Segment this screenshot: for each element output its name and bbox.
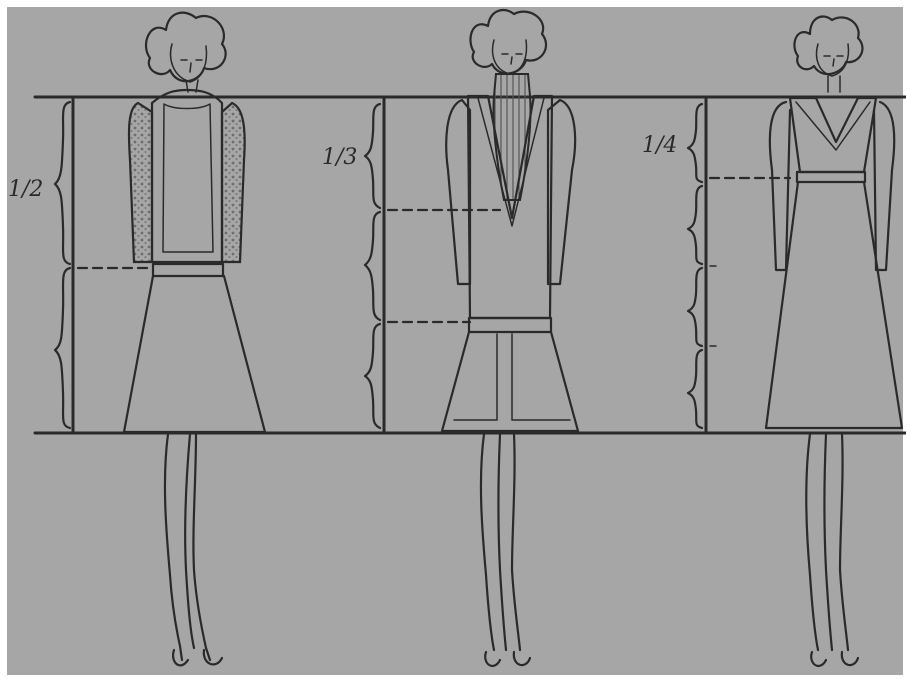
proportion-label-3: 1/4: [642, 133, 677, 158]
sleeve-right-1: [222, 103, 245, 262]
sleeve-left-1: [129, 103, 152, 262]
proportion-label-2: 1/3: [322, 145, 357, 170]
proportion-label-1: 1/2: [8, 177, 43, 202]
